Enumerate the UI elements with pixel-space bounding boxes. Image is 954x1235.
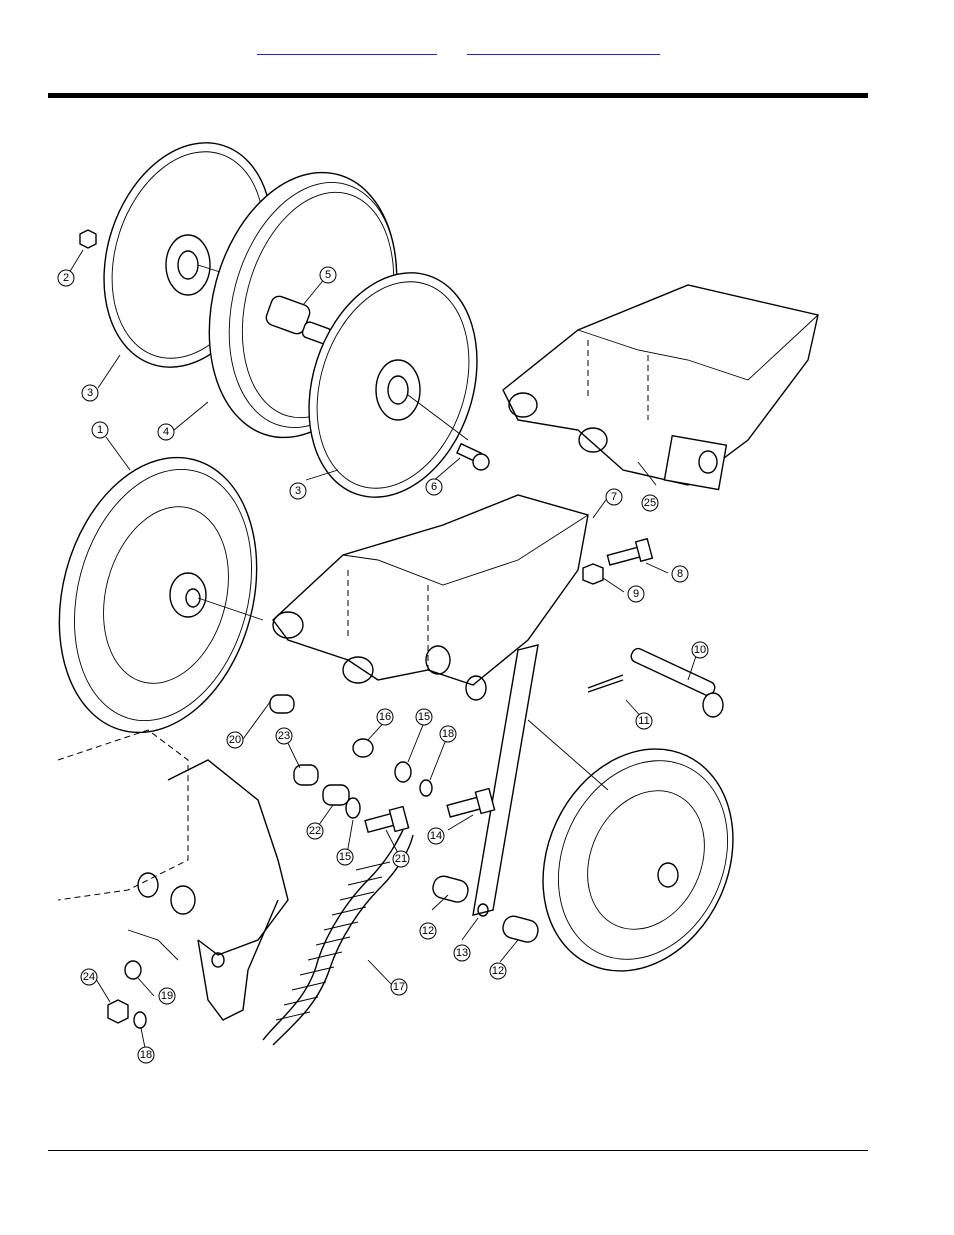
callout-14: 14 [427,827,445,845]
svg-text:9: 9 [633,588,639,600]
header-link-left[interactable] [257,40,437,55]
bolt-21 [364,805,410,834]
callout-12a: 12 [419,922,437,940]
callout-21: 21 [392,850,410,868]
nut-9 [582,563,604,585]
main-arm [272,494,589,701]
callout-7: 7 [605,488,623,506]
svg-text:23: 23 [278,730,290,742]
svg-text:15: 15 [418,711,430,723]
svg-text:10: 10 [694,644,706,656]
callout-23: 23 [275,727,293,745]
svg-text:4: 4 [163,426,169,438]
upper-arm-bracket [502,284,819,491]
svg-text:7: 7 [611,491,617,503]
washer-18a [419,779,433,797]
svg-text:21: 21 [395,853,407,865]
callout-18a: 18 [439,725,457,743]
callout-18b: 18 [137,1046,155,1064]
leader-lines [65,249,699,1054]
callout-19: 19 [158,987,176,1005]
callout-13: 13 [453,944,471,962]
nut-2 [79,229,97,249]
svg-text:25: 25 [644,497,656,509]
callout-5: 5 [319,266,337,284]
link-arm [472,644,539,917]
svg-text:3: 3 [295,485,301,497]
svg-text:3: 3 [87,387,93,399]
callout-20: 20 [226,731,244,749]
callout-22: 22 [306,822,324,840]
svg-text:5: 5 [325,269,331,281]
svg-text:11: 11 [638,715,649,727]
washer-15b [345,797,361,819]
bushing-20 [269,694,295,714]
callout-17: 17 [390,978,408,996]
callout-15b: 15 [336,848,354,866]
callout-8: 8 [671,565,689,583]
cotter-pin-11 [587,674,624,693]
svg-text:16: 16 [379,711,391,723]
svg-text:17: 17 [393,981,405,993]
svg-text:15: 15 [339,851,351,863]
callout-9: 9 [627,585,645,603]
hub-bearing [265,295,349,353]
callout-10: 10 [691,641,709,659]
callout-24: 24 [80,968,98,986]
spacer-16 [352,738,374,758]
nut-24 [107,999,129,1024]
svg-text:1: 1 [97,424,103,436]
pin-10 [630,647,724,718]
svg-text:20: 20 [229,734,241,746]
bolt-6 [455,442,490,471]
svg-text:14: 14 [430,830,442,842]
closing-wheel [527,719,734,972]
callout-11: 11 [635,712,653,730]
washer-19 [124,960,142,980]
bushing-12b [502,915,539,943]
callout-3b: 3 [289,482,307,500]
callout-15a: 15 [415,708,433,726]
bushing-12a [432,875,469,903]
svg-text:18: 18 [442,728,454,740]
svg-text:13: 13 [456,947,468,959]
washer-18b [133,1011,147,1029]
washer-15a [394,761,412,783]
callout-1: 1 [91,421,109,439]
bushing-23 [293,764,319,786]
callout-12b: 12 [489,962,507,980]
svg-text:22: 22 [309,825,321,837]
header-rule [48,93,868,98]
svg-text:6: 6 [431,481,437,493]
svg-text:8: 8 [677,568,683,580]
svg-text:19: 19 [161,990,173,1002]
callout-6: 6 [425,478,443,496]
frame-mount [57,729,289,1021]
callout-2: 2 [57,269,75,287]
svg-text:24: 24 [83,971,95,983]
bolt-14 [446,787,496,818]
callout-25: 25 [641,494,659,512]
svg-text:18: 18 [140,1049,152,1061]
bushing-22 [322,784,350,806]
svg-text:12: 12 [492,965,504,977]
parts-diagram: 1 2 3 3 4 5 6 7 8 9 10 11 12 12 13 14 15 [48,140,838,1080]
svg-text:12: 12 [422,925,434,937]
bolt-8 [606,537,654,566]
callout-3a: 3 [81,384,99,402]
svg-text:2: 2 [63,272,69,284]
disc-blade-right [308,272,478,498]
header-link-right[interactable] [467,40,660,55]
gauge-wheel-assembly [58,456,264,734]
footer-rule [48,1150,868,1151]
callout-16: 16 [376,708,394,726]
callout-4: 4 [157,423,175,441]
